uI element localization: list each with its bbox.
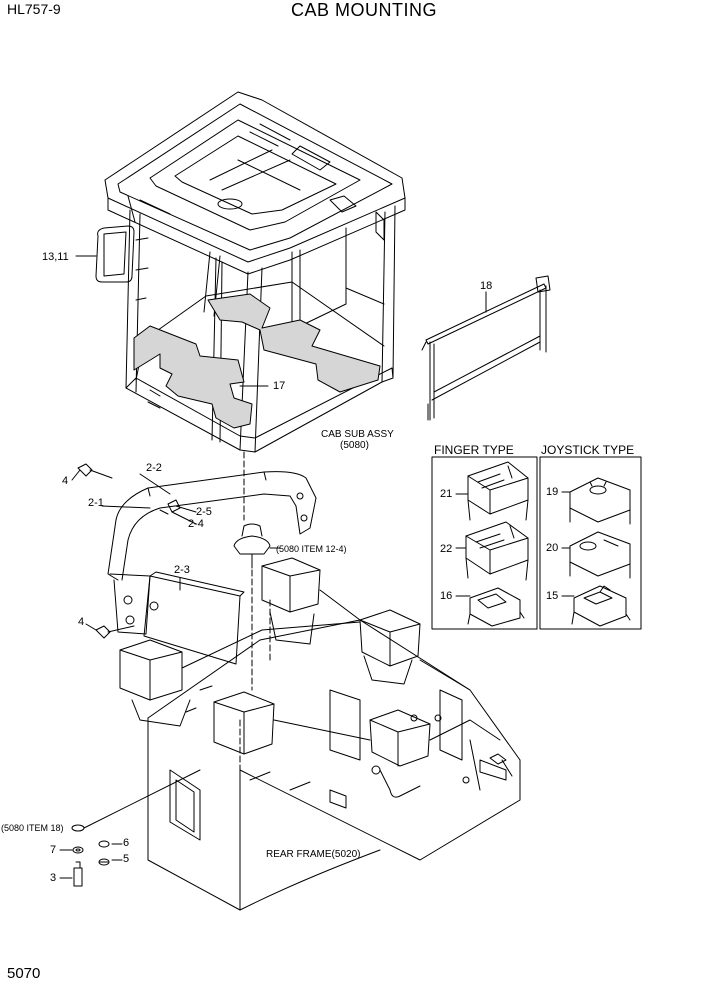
callout-22: 22: [440, 543, 453, 555]
mount-item-12-4-ref: (5080 ITEM 12-4): [276, 544, 347, 554]
joystick-type-title: JOYSTICK TYPE: [541, 443, 635, 457]
bottom-hardware: [60, 770, 200, 886]
joystick-console-19: [562, 478, 630, 524]
callout-16: 16: [440, 590, 453, 602]
finger-type-box: [432, 457, 537, 629]
callout-20: 20: [546, 542, 559, 554]
cab-sub-assy-label: CAB SUB ASSY: [321, 429, 394, 440]
callout-2-3: 2-3: [174, 564, 190, 576]
callout-7: 7: [50, 844, 57, 856]
page-title: CAB MOUNTING: [291, 0, 438, 20]
callout-2-2: 2-2: [146, 462, 162, 474]
rear-frame-label: REAR FRAME(5020): [266, 849, 361, 860]
callout-13-11: 13,11: [42, 251, 69, 263]
page-number: 5070: [7, 965, 41, 982]
callout-3: 3: [50, 872, 57, 884]
callout-2-5: 2-5: [196, 506, 212, 518]
callout-17: 17: [273, 380, 286, 392]
joystick-console-15: [562, 586, 630, 626]
cab-mount-bracket: [78, 464, 316, 664]
cab-mount-12-4: [234, 524, 278, 568]
callout-4-upper: 4: [62, 475, 69, 487]
callout-2-4: 2-4: [188, 518, 204, 530]
joystick-type-box: [540, 457, 641, 629]
finger-type-title: FINGER TYPE: [434, 443, 514, 457]
callout-5: 5: [123, 853, 130, 865]
joystick-console-20: [562, 532, 630, 578]
rear-frame: [120, 558, 520, 910]
sunshade-18: [422, 276, 550, 420]
callout-6: 6: [123, 837, 130, 849]
callout-2-1: 2-1: [88, 497, 104, 509]
model-number: HL757-9: [7, 1, 61, 17]
callout-21: 21: [440, 488, 453, 500]
callout-15: 15: [546, 590, 559, 602]
mirror-13-11: [76, 226, 134, 282]
floor-mat-17: [134, 294, 380, 428]
callout-leaders: [72, 292, 486, 630]
cab-assembly: [105, 92, 405, 452]
finger-console-21: [456, 462, 528, 520]
alignment-lines: [240, 452, 270, 820]
finger-console-16: [456, 588, 524, 626]
callout-4-lower: 4: [78, 616, 85, 628]
item-18-ref: (5080 ITEM 18): [1, 823, 64, 833]
callout-19: 19: [546, 486, 559, 498]
cab-sub-assy-ref: (5080): [340, 440, 369, 451]
callout-18: 18: [480, 280, 493, 292]
finger-console-22: [456, 522, 528, 580]
